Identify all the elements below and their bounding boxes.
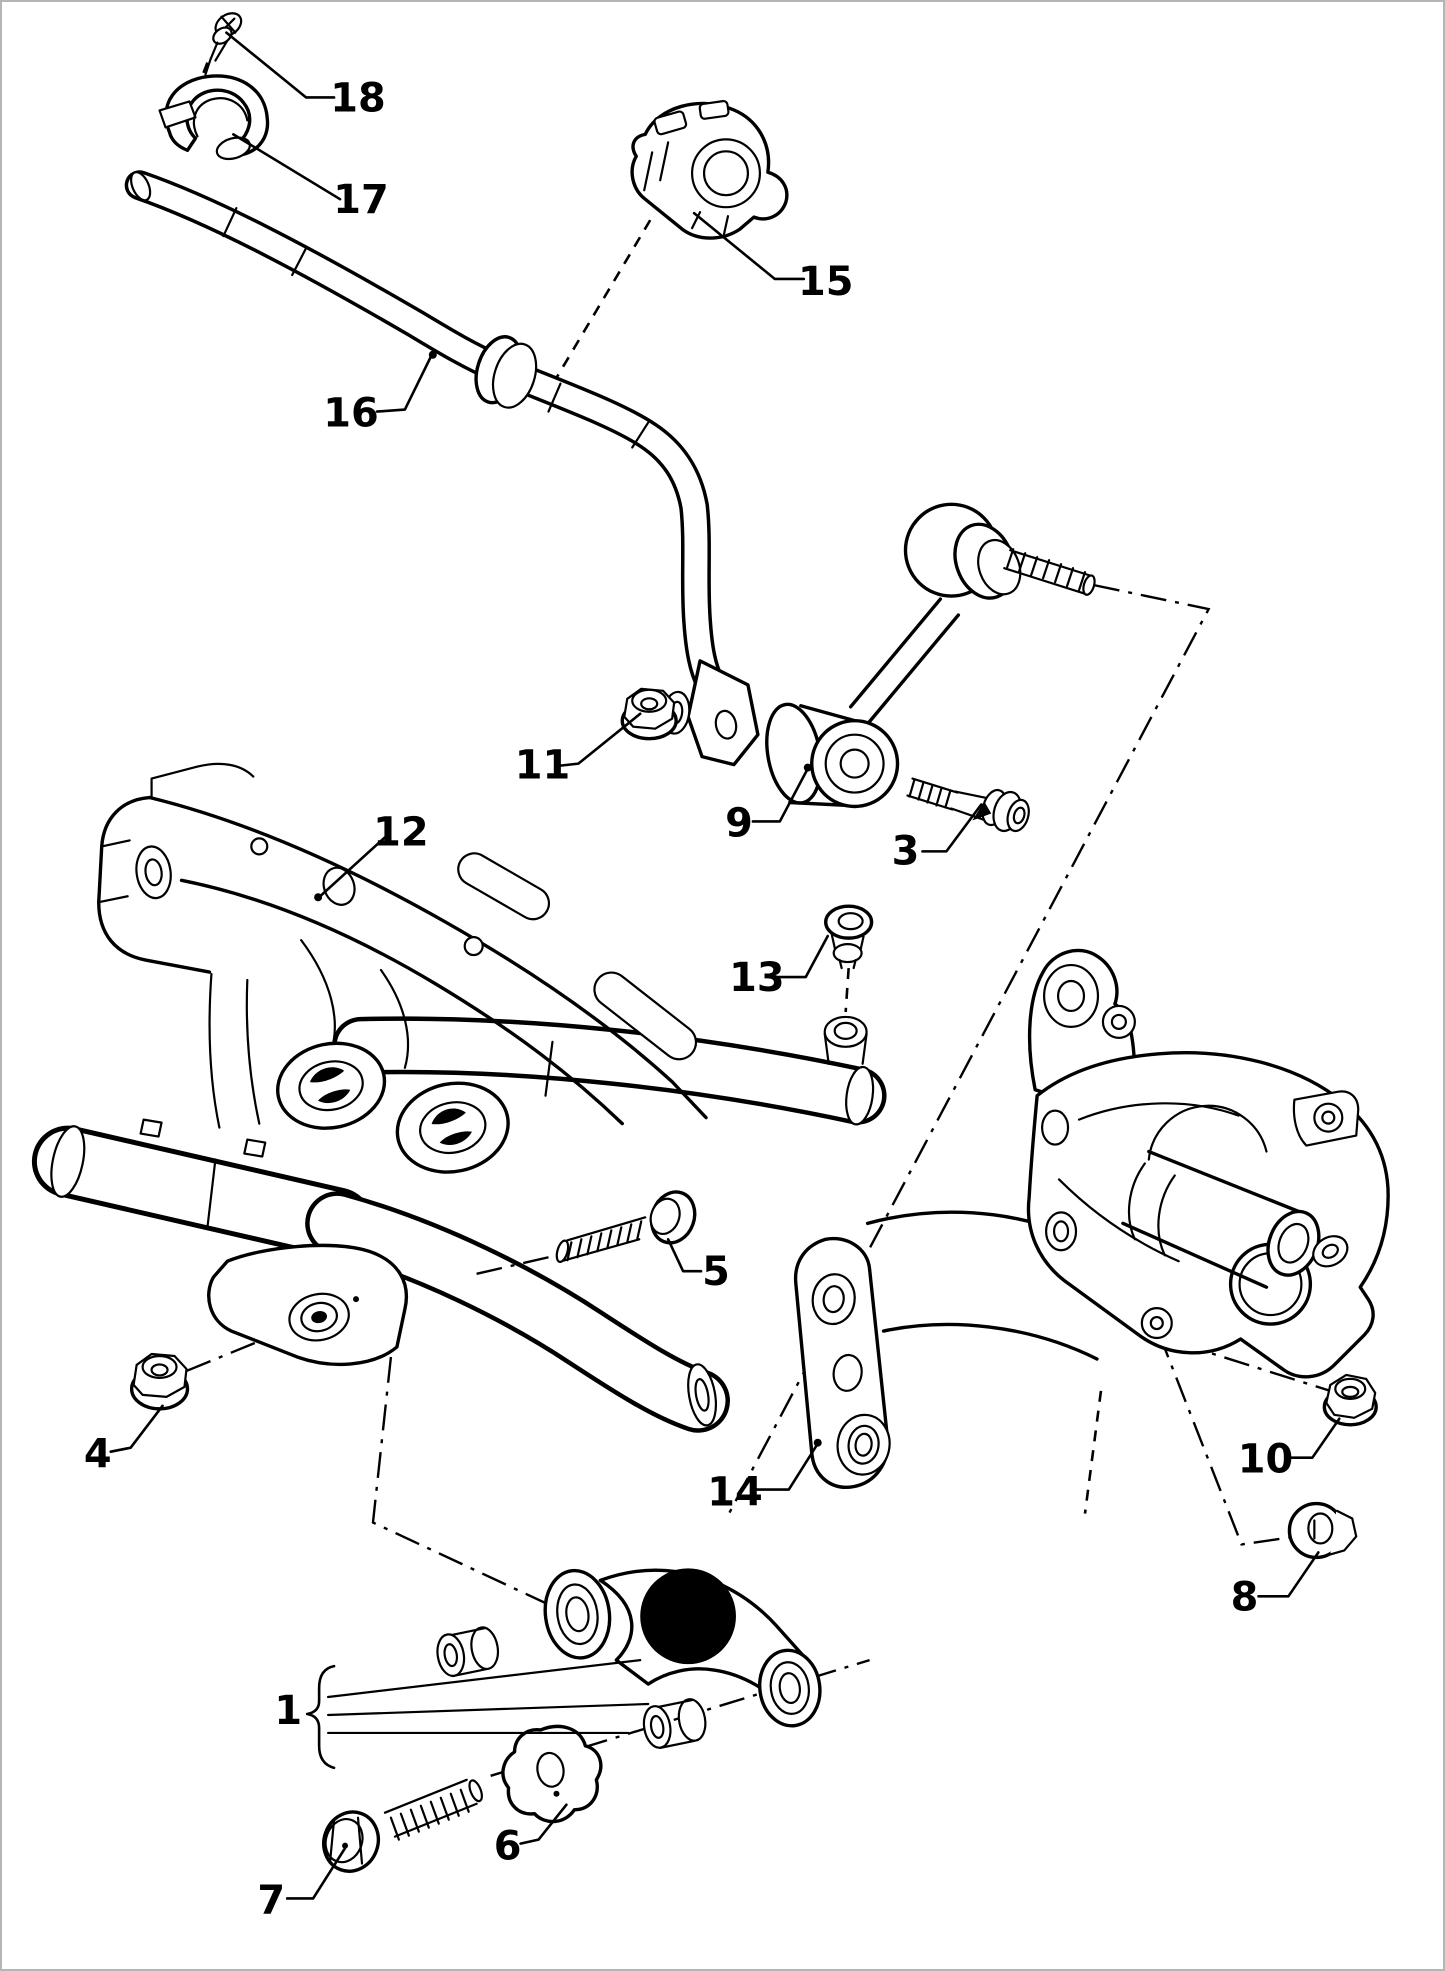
callout-label-10: 10 bbox=[1238, 1437, 1293, 1483]
leader-3-arrow bbox=[972, 801, 992, 821]
flange-nut-4-part bbox=[129, 1352, 190, 1411]
align-line-screw18 bbox=[192, 62, 209, 99]
align-line-bushing15 bbox=[542, 219, 652, 401]
flange-nut-8-part bbox=[1287, 1501, 1358, 1560]
align-line-nut4 bbox=[186, 1333, 275, 1373]
align-line-nut10 bbox=[1178, 1341, 1331, 1393]
leader-13 bbox=[774, 934, 830, 979]
callout-label-9: 9 bbox=[725, 800, 753, 846]
leader-3 bbox=[921, 803, 983, 853]
bolt-5-part bbox=[470, 1190, 697, 1277]
callout-label-17: 17 bbox=[333, 177, 388, 223]
callout-label-4: 4 bbox=[84, 1432, 112, 1478]
callout-label-5: 5 bbox=[702, 1249, 730, 1295]
callout-label-7: 7 bbox=[257, 1877, 285, 1923]
leader-15 bbox=[692, 211, 806, 281]
stabilizer-clamp-17-part bbox=[158, 74, 270, 161]
leader-18 bbox=[225, 31, 336, 99]
callout-label-13: 13 bbox=[729, 955, 785, 1001]
leader-11 bbox=[559, 712, 642, 767]
bolt-3-part bbox=[906, 777, 1030, 833]
brace-1-fan-lines bbox=[326, 1659, 650, 1735]
flange-nut-10-part bbox=[1322, 1373, 1378, 1427]
callout-label-1: 1 bbox=[274, 1688, 302, 1734]
flange-nut-11-part bbox=[620, 687, 691, 741]
align-line-arm-front bbox=[371, 1356, 553, 1608]
leader-9 bbox=[751, 767, 810, 823]
bolt-7-part bbox=[322, 1778, 483, 1873]
callout-label-16: 16 bbox=[323, 391, 378, 437]
screw-18-part bbox=[204, 12, 243, 76]
callout-label-18: 18 bbox=[330, 75, 385, 121]
construction-lines bbox=[186, 62, 1331, 1777]
leader-lines bbox=[109, 31, 1341, 1900]
stabilizer-link-9-part bbox=[765, 502, 1096, 809]
rear-knuckle-14-part bbox=[793, 948, 1390, 1489]
leader-5 bbox=[666, 1237, 703, 1273]
callout-label-14: 14 bbox=[707, 1470, 763, 1516]
callout-label-8: 8 bbox=[1231, 1574, 1259, 1620]
leader-6 bbox=[519, 1803, 568, 1845]
highlight-dot bbox=[640, 1568, 736, 1665]
leader-4 bbox=[109, 1404, 164, 1454]
leader-17 bbox=[232, 133, 342, 201]
align-line-hub bbox=[1083, 1390, 1103, 1514]
leader-7 bbox=[285, 1845, 348, 1900]
callout-label-6: 6 bbox=[494, 1824, 522, 1870]
bolt-13-part bbox=[824, 904, 874, 970]
callout-label-3: 3 bbox=[892, 828, 920, 874]
leader-10 bbox=[1287, 1417, 1341, 1459]
stabilizer-bushing-15-part bbox=[630, 99, 789, 240]
callout-label-15: 15 bbox=[798, 259, 854, 305]
callout-label-11: 11 bbox=[515, 743, 571, 789]
stabilizer-bar-16-part bbox=[124, 170, 760, 767]
highlight-circle bbox=[640, 1568, 736, 1665]
lower-control-arm-1-part bbox=[436, 1568, 822, 1749]
callout-label-12: 12 bbox=[373, 809, 429, 855]
align-line-link-stud bbox=[727, 583, 1211, 1515]
eccentric-washer-6-part bbox=[501, 1724, 603, 1824]
align-line-nut8 bbox=[1157, 1332, 1297, 1546]
brace-1 bbox=[305, 1664, 336, 1770]
leader-16 bbox=[375, 355, 433, 413]
rear-subframe-12-part bbox=[31, 762, 887, 1433]
align-line-bolt13 bbox=[844, 967, 850, 1013]
leader-14 bbox=[754, 1442, 820, 1491]
leader-12 bbox=[318, 835, 388, 898]
leader-8 bbox=[1257, 1551, 1320, 1598]
